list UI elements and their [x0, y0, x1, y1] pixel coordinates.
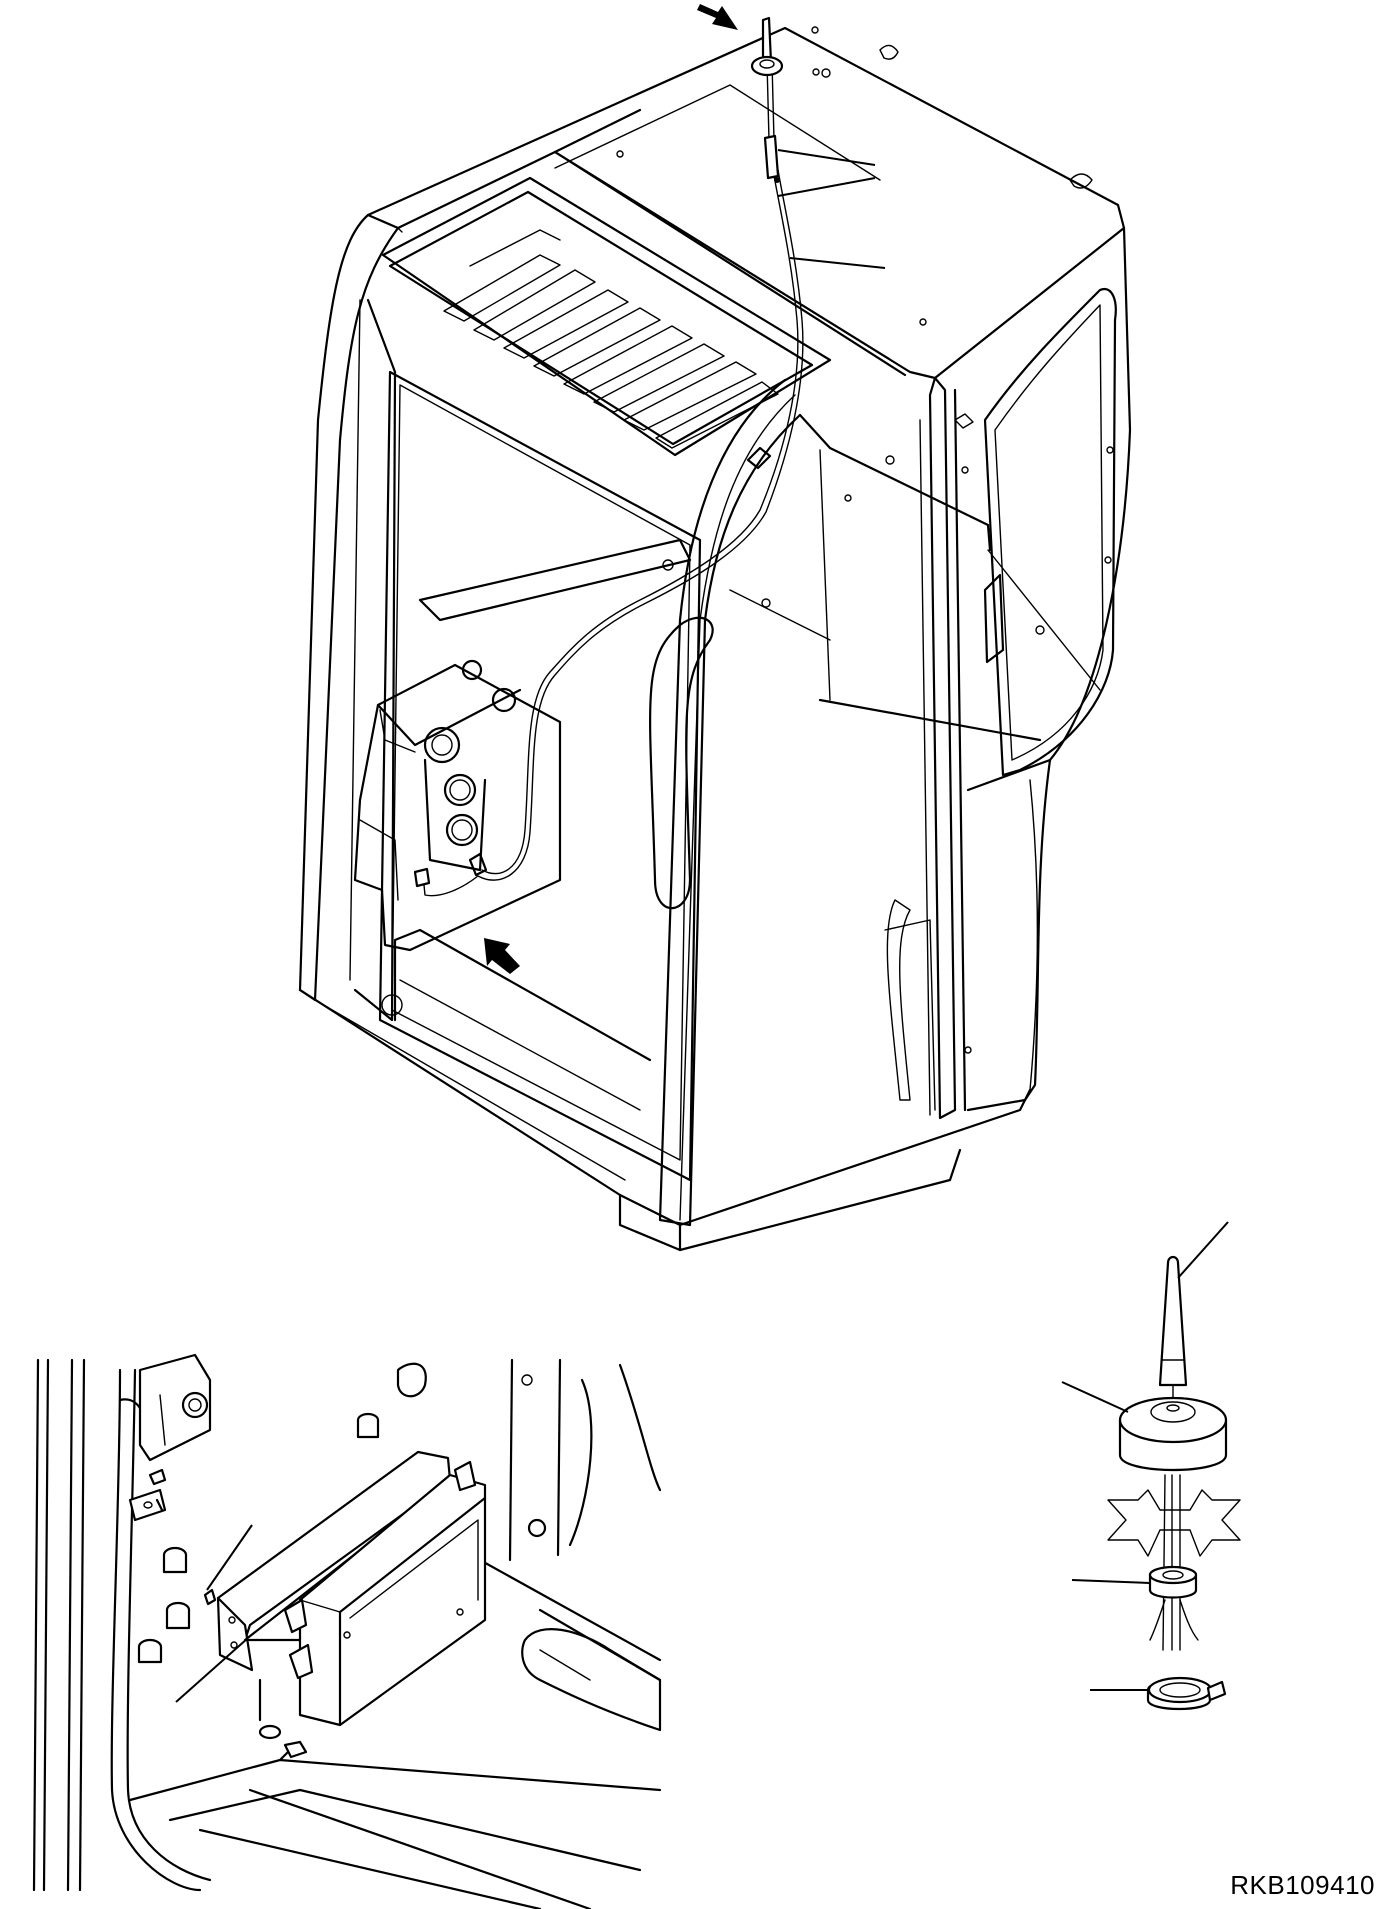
leader-grommet: [1071, 1579, 1151, 1584]
callout-leaders-antenna: [1061, 1221, 1229, 1691]
door-handle: [649, 616, 714, 910]
pillar-bracket: [138, 1353, 212, 1462]
door-hinge-top: [954, 413, 974, 429]
rear-wall: [798, 413, 992, 552]
cab-door-frame: [928, 376, 957, 1120]
front-window-frame: [378, 370, 702, 1182]
antenna-cable-routing: [413, 61, 804, 897]
roof-plate: [554, 84, 881, 181]
callout-leaders-cab: [777, 149, 886, 269]
roof-antenna: [750, 16, 784, 183]
leader-antenna-cable: [789, 257, 886, 269]
leader-cable-segment-b: [777, 177, 876, 197]
roof-section-cut: [1107, 1489, 1241, 1557]
roof-skylight: [381, 176, 832, 457]
roof-antenna-rod: [761, 16, 773, 64]
antenna-exploded-detail: [1107, 1255, 1241, 1711]
arrow-to-radio-mount: [484, 938, 520, 974]
antenna-rod: [1158, 1255, 1188, 1387]
cab-floor-front: [298, 988, 1032, 1227]
radio-unit: [298, 1473, 487, 1727]
lifting-eye-rear: [1069, 173, 1093, 189]
rear-shelf: [418, 538, 692, 622]
front-pillar-left: [298, 213, 400, 1002]
front-pillar-right: [658, 378, 802, 1227]
leader-bracket-bolt: [206, 1524, 253, 1591]
roof-antenna-base: [750, 55, 784, 77]
rear-control-unit: [353, 659, 562, 952]
callout-leaders-mount: [175, 1524, 253, 1703]
leader-mounting-plate: [175, 1637, 249, 1703]
arrow-to-antenna-top: [697, 4, 738, 30]
leader-antenna-base: [1061, 1381, 1129, 1413]
radio-mount-detail: [32, 1353, 662, 1909]
lifting-eye-right: [879, 44, 899, 60]
rear-side-window: [983, 287, 1117, 777]
floor-step: [521, 1628, 662, 1732]
bracket-bolt: [203, 1588, 217, 1606]
floor-bolt: [283, 1740, 308, 1759]
leader-cable-segment-a: [777, 149, 876, 166]
operator-cab: [298, 26, 1132, 1252]
drawing-code: RKB109410: [1230, 1870, 1375, 1900]
leader-antenna-rod: [1177, 1221, 1229, 1279]
